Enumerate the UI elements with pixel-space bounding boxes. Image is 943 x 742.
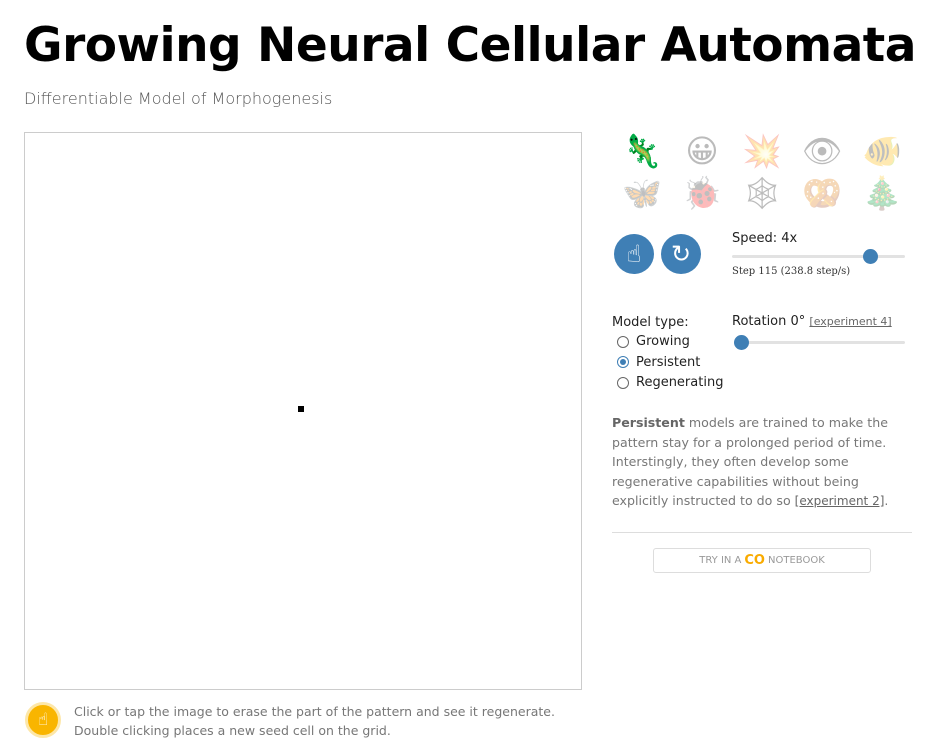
pattern-fish-icon[interactable]: 🐠 [862,132,902,170]
model-option-regenerating[interactable]: Regenerating [617,375,723,390]
reset-icon: ↻ [670,240,692,268]
radio-label: Growing [636,334,690,349]
speed-label: Speed: 4x [732,231,798,246]
rotation-slider[interactable] [734,335,905,350]
description-text: models are trained to make the pattern s… [612,415,888,508]
rotation-label: Rotation 0° [experiment 4] [732,314,892,329]
hand-pointer-icon: ☝ [626,240,642,268]
pattern-eye-icon[interactable]: 👁 [801,132,843,170]
pattern-butterfly-icon[interactable]: 🦋 [622,174,662,212]
model-description: Persistent models are trained to make th… [612,413,912,512]
pattern-pretzel-icon[interactable]: 🥨 [802,174,842,212]
experiment-4-link[interactable]: [experiment 4] [809,315,892,328]
radio-button[interactable] [617,376,629,389]
interaction-hint: Click or tap the image to erase the part… [74,702,555,740]
rotation-slider-thumb[interactable] [734,335,749,350]
colab-pre: TRY IN A [699,555,742,566]
pattern-lizard-icon[interactable]: 🦎 [622,132,662,170]
radio-label: Regenerating [636,375,724,390]
radio-label: Persistent [636,354,701,370]
pattern-selector: 🦎 😀 💥 👁 🐠 🦋 🐞 🕸 🥨 🎄 [612,130,912,214]
pattern-smiley-icon[interactable]: 😀 [685,132,719,170]
model-option-growing[interactable]: Growing [617,334,690,349]
pattern-spiderweb-icon[interactable]: 🕸 [741,174,783,212]
speed-slider-thumb[interactable] [863,249,879,264]
seed-cell [298,406,304,412]
simulation-canvas[interactable] [24,132,582,690]
radio-button[interactable] [617,335,629,348]
hint-line-1: Click or tap the image to erase the part… [74,704,555,719]
play-pause-button[interactable]: ☝ [614,234,654,274]
pattern-ladybug-icon[interactable]: 🐞 [682,174,722,212]
pattern-tree-icon[interactable]: 🎄 [862,174,902,212]
page-title: Growing Neural Cellular Automata [24,18,916,73]
step-counter: Step 115 (238.8 step/s) [732,266,851,277]
radio-button[interactable] [617,356,629,368]
description-end: . [884,493,889,508]
experiment-2-link[interactable]: [experiment 2] [794,494,885,508]
model-option-persistent[interactable]: Persistent [617,355,700,370]
description-bold: Persistent [612,415,685,430]
reset-button[interactable]: ↻ [661,234,701,274]
colab-post: NOTEBOOK [767,555,825,566]
divider [612,532,912,533]
speed-slider[interactable] [732,249,905,264]
page-subtitle: Differentiable Model of Morphogenesis [24,89,333,108]
pattern-explosion-icon[interactable]: 💥 [742,132,782,170]
model-type-label: Model type: [612,315,689,330]
hint-line-2: Double clicking places a new seed cell o… [74,723,391,738]
colab-logo-icon: CO [744,553,765,568]
hand-tap-icon: ☝ [25,702,61,738]
rotation-value: Rotation 0° [732,314,806,329]
